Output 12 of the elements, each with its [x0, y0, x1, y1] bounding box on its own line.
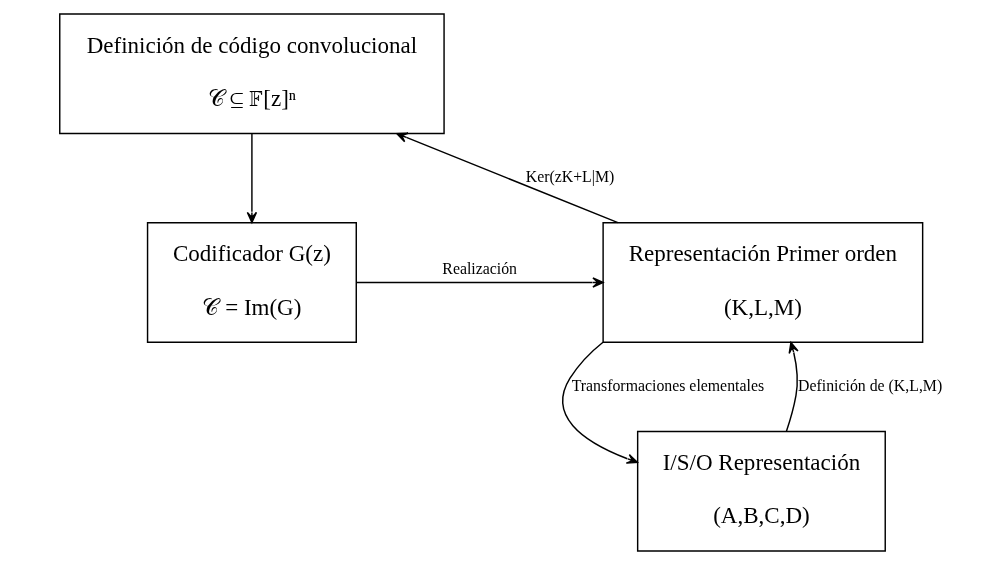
- edge-label: Definición de (K,L,M): [797, 376, 942, 394]
- node-box: Codificador G(z) 𝒞 = Im(G): [146, 222, 357, 343]
- edge-label: Realización: [441, 259, 517, 277]
- node-box: Definición de código convolucional 𝒞 ⊆ 𝔽[z]ⁿ: [58, 13, 445, 135]
- arrow: [561, 341, 638, 464]
- edge-label: Ker(zK+L|M): [525, 168, 614, 186]
- node-box: I/S/O Representación (A,B,C,D): [636, 430, 886, 552]
- arrow: [246, 132, 257, 224]
- arrow: [355, 277, 604, 288]
- node-box: Representación Primer orden (K,L,M): [601, 222, 923, 343]
- edge-label: Transformaciones elementales: [571, 376, 764, 394]
- arrow: [785, 341, 799, 433]
